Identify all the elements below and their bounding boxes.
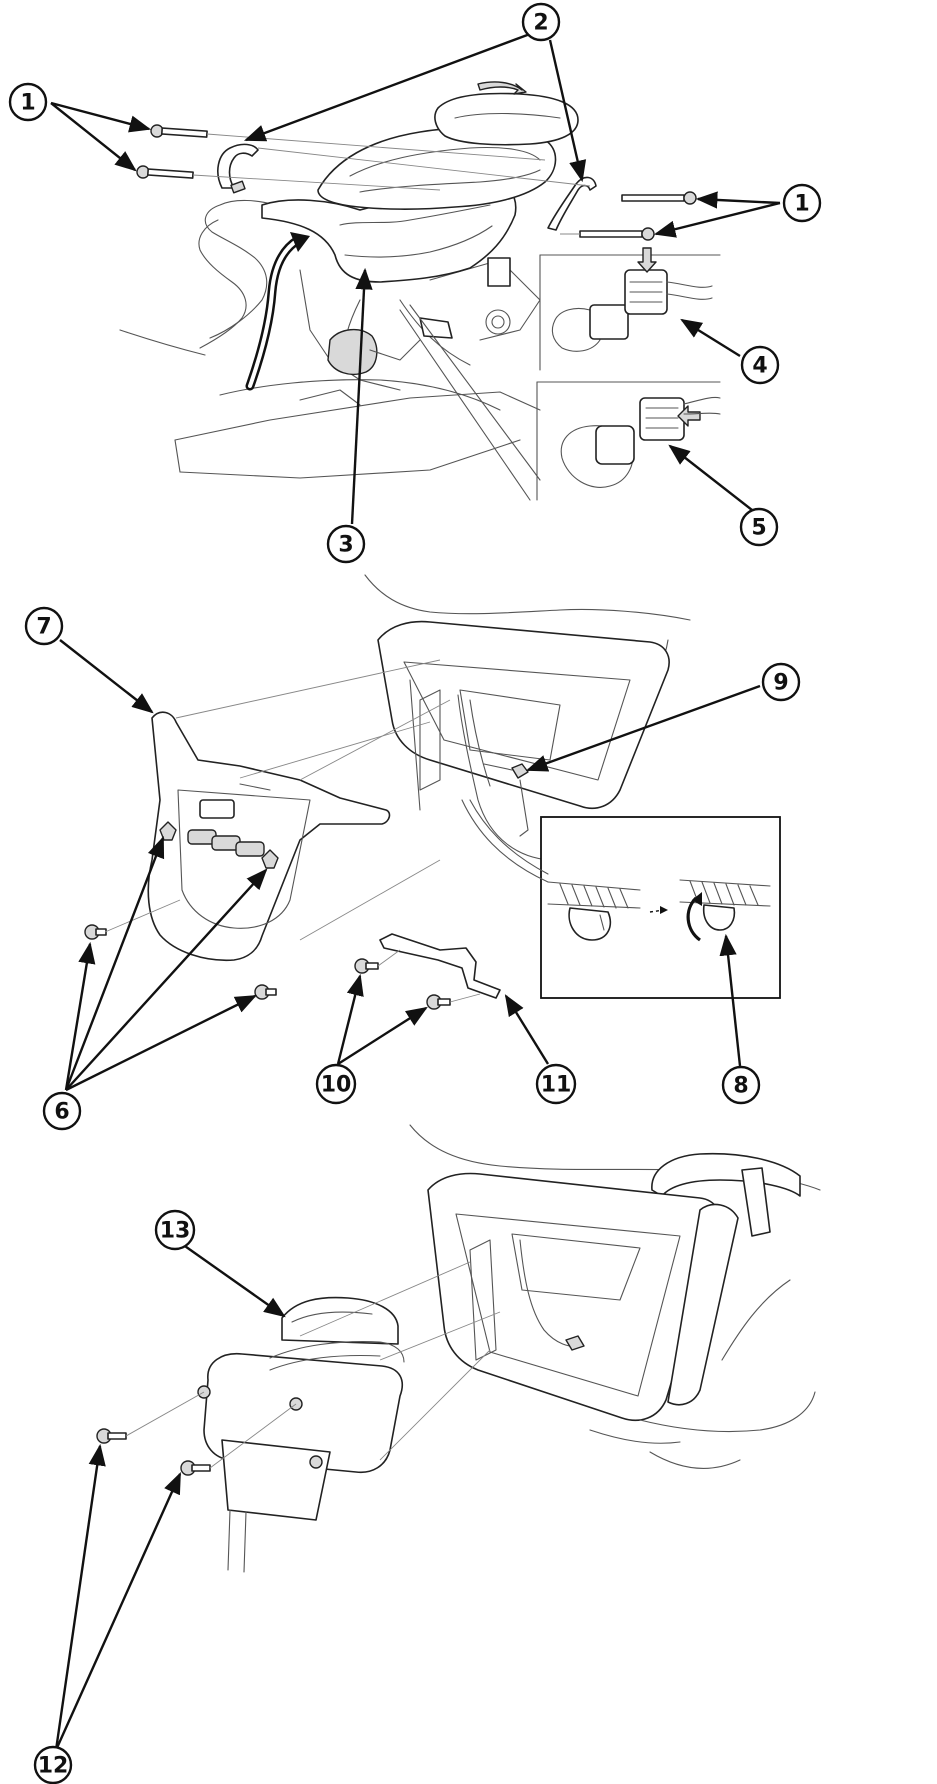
callout-11: 11 <box>535 1063 577 1105</box>
callout-3-label: 3 <box>338 533 353 558</box>
callout-3: 3 <box>326 524 366 564</box>
bolt-right-lower <box>579 227 655 241</box>
callout-12: 12 <box>33 1745 73 1784</box>
callout-1-left-label: 1 <box>20 91 35 116</box>
callout-6-label: 6 <box>54 1100 69 1125</box>
bolt-12-b <box>180 1460 211 1476</box>
panel-seat-removal <box>119 81 721 501</box>
callout-2-label: 2 <box>533 11 548 36</box>
callout-12-label: 12 <box>38 1754 69 1779</box>
callout-9: 9 <box>761 662 801 702</box>
callout-10-label: 10 <box>321 1073 352 1098</box>
callout-8: 8 <box>721 1065 761 1105</box>
bolt-left-lower <box>136 165 194 179</box>
callout-13: 13 <box>154 1209 196 1251</box>
callout-4: 4 <box>740 345 780 385</box>
callout-6: 6 <box>42 1091 82 1131</box>
callout-2: 2 <box>521 2 561 42</box>
callout-9-label: 9 <box>773 671 788 696</box>
fastener-6-a <box>84 924 107 940</box>
callout-13-label: 13 <box>160 1219 191 1244</box>
callout-5-label: 5 <box>751 516 766 541</box>
callout-1-right: 1 <box>782 183 822 223</box>
bolt-left-upper <box>150 124 208 138</box>
callout-5: 5 <box>739 507 779 547</box>
callout-10: 10 <box>315 1063 357 1105</box>
callout-11-label: 11 <box>541 1073 572 1098</box>
callout-8-label: 8 <box>733 1074 748 1099</box>
fastener-6-b <box>254 984 277 1000</box>
bolt-10-b <box>426 994 451 1010</box>
bolt-12-a <box>96 1428 127 1444</box>
callout-1-right-label: 1 <box>794 192 809 217</box>
bolt-10-a <box>354 958 379 974</box>
callout-4-label: 4 <box>752 354 767 379</box>
panel-side-cover <box>84 574 781 1010</box>
callout-7: 7 <box>24 606 64 646</box>
bolt-right-upper <box>621 191 697 205</box>
callout-1-left: 1 <box>8 82 48 122</box>
panel-lower-box <box>96 1124 821 1573</box>
leader-lines <box>50 32 781 1751</box>
callout-7-label: 7 <box>36 615 51 640</box>
